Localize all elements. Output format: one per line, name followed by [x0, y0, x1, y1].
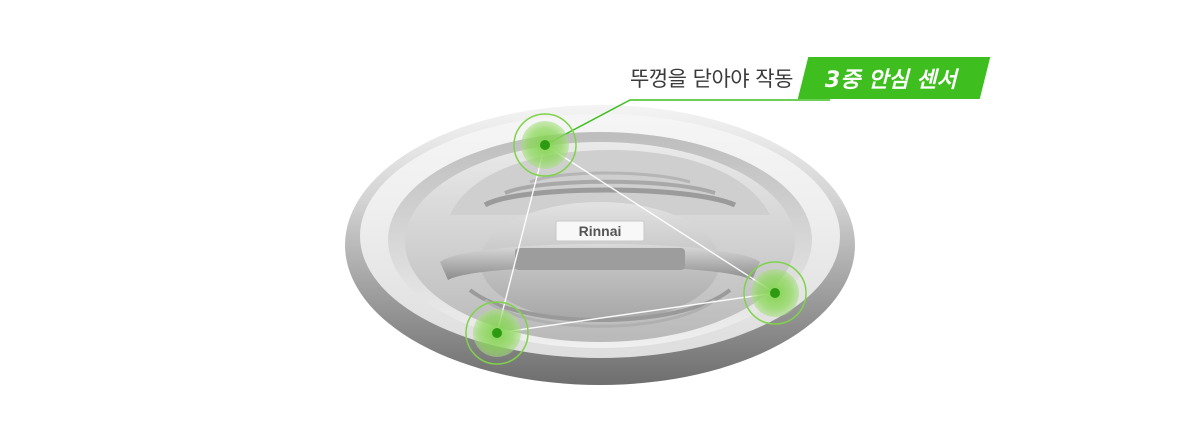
vent-slot-3: [529, 171, 691, 184]
brand-plate: [555, 220, 645, 242]
sensor-connection-lines: [496, 144, 776, 334]
callout-badge: 3중 안심 센서: [803, 57, 985, 99]
callout-text: 뚜껑을 닫아야 작동: [630, 67, 793, 91]
sensor-right: [743, 261, 807, 325]
sensor-top: [513, 113, 577, 177]
sensor-callout: 뚜껑을 닫아야 작동 3중 안심 센서: [630, 56, 985, 100]
callout-badge-wrap: 3중 안심 센서: [803, 57, 985, 99]
handle-slot: [515, 248, 685, 270]
brand-label: Rinnai: [579, 223, 622, 239]
vent-slot-1: [483, 187, 737, 208]
sensor-bottom-left: [465, 301, 529, 365]
vent-slot-2: [504, 179, 716, 195]
callout-leader-line: [544, 99, 830, 146]
